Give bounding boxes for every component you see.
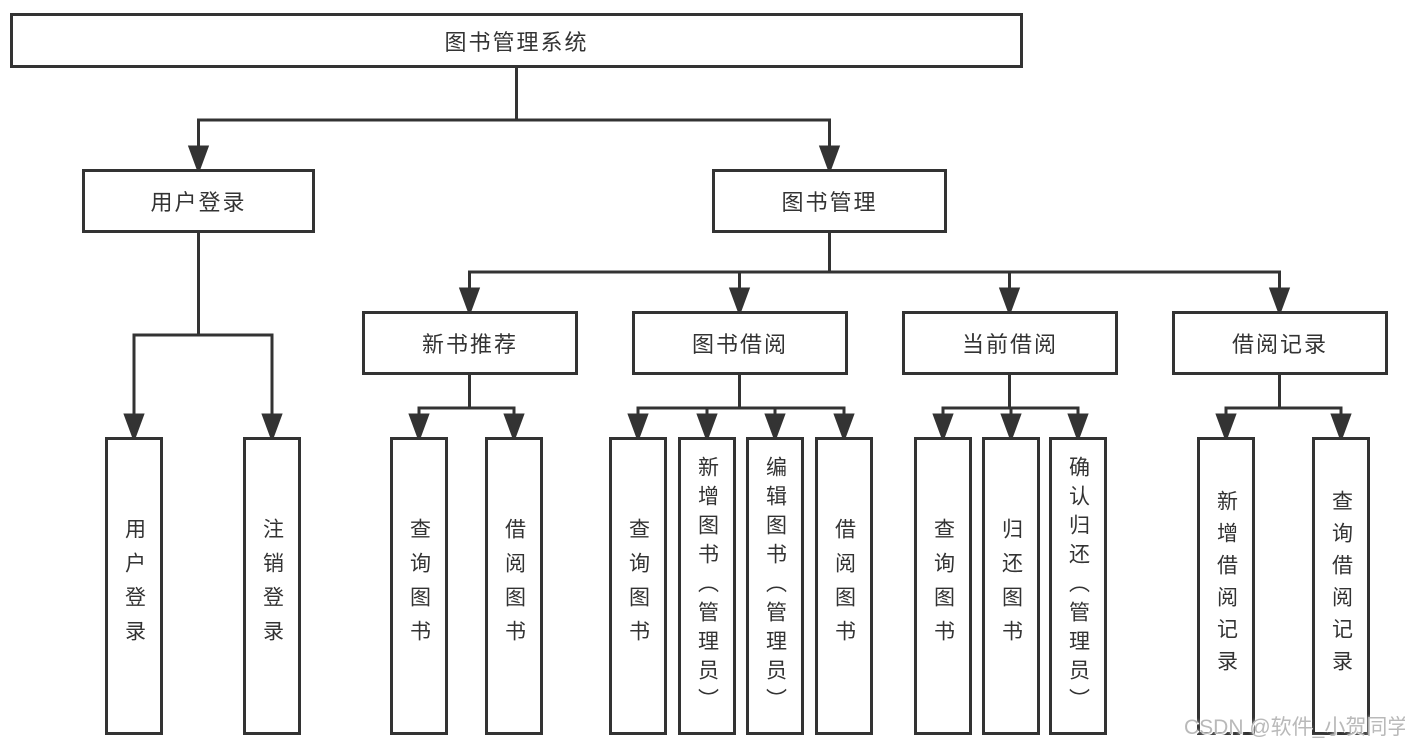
node-label: 当前借阅 <box>961 332 1058 357</box>
node-label: 归还图书 <box>999 518 1023 654</box>
connector-new-book-recommend-to-leaves <box>408 375 525 443</box>
connector-book-management-to-level3 <box>458 233 1291 317</box>
connector-borrowing-records-to-leaves <box>1215 375 1352 443</box>
node-leaf-add-borrow-record: 新增借阅记录 <box>1197 437 1255 735</box>
node-label: 编辑图书（管理员） <box>763 455 787 717</box>
node-label: 注销登录 <box>260 518 284 654</box>
node-leaf-add-book-admin: 新增图书（管理员） <box>678 437 736 735</box>
node-book-management: 图书管理 <box>712 169 947 233</box>
connector-root-to-level2 <box>187 68 841 175</box>
node-leaf-return-book: 归还图书 <box>982 437 1040 735</box>
node-label: 用户登录 <box>150 190 247 215</box>
node-label: 确认归还（管理员） <box>1066 455 1090 717</box>
node-label: 查询图书 <box>931 518 955 654</box>
node-label: 查询借阅记录 <box>1329 490 1353 682</box>
node-current-borrowing: 当前借阅 <box>902 311 1118 375</box>
node-borrowing-records: 借阅记录 <box>1172 311 1388 375</box>
node-label: 图书借阅 <box>691 332 788 357</box>
node-label: 借阅记录 <box>1231 332 1328 357</box>
connector-user-login-to-leaves <box>123 233 283 443</box>
node-label: 查询图书 <box>407 518 431 654</box>
node-label: 用户登录 <box>122 518 146 654</box>
node-label: 新增图书（管理员） <box>695 455 719 717</box>
node-leaf-confirm-return-admin: 确认归还（管理员） <box>1049 437 1107 735</box>
node-leaf-query-books-recommend: 查询图书 <box>390 437 448 735</box>
node-label: 图书管理系统 <box>444 29 589 55</box>
node-label: 借阅图书 <box>832 518 856 654</box>
node-label: 新增借阅记录 <box>1214 490 1238 682</box>
node-book-borrowing: 图书借阅 <box>632 311 848 375</box>
node-label: 借阅图书 <box>502 518 526 654</box>
node-leaf-query-books-current: 查询图书 <box>914 437 972 735</box>
watermark: CSDN @软件_小贺同学 <box>1184 716 1405 739</box>
node-leaf-edit-book-admin: 编辑图书（管理员） <box>746 437 804 735</box>
node-label: 图书管理 <box>781 190 878 215</box>
node-leaf-logout: 注销登录 <box>243 437 301 735</box>
connector-book-borrowing-to-leaves <box>627 375 855 443</box>
connector-current-borrowing-to-leaves <box>932 375 1089 443</box>
node-user-login: 用户登录 <box>82 169 315 233</box>
node-leaf-query-borrow-record: 查询借阅记录 <box>1312 437 1370 735</box>
node-label: 新书推荐 <box>421 332 518 357</box>
node-new-book-recommend: 新书推荐 <box>362 311 578 375</box>
node-leaf-query-books-borrowing: 查询图书 <box>609 437 667 735</box>
node-leaf-borrow-books-recommend: 借阅图书 <box>485 437 543 735</box>
node-leaf-borrow-books-borrowing: 借阅图书 <box>815 437 873 735</box>
node-label: 查询图书 <box>626 518 650 654</box>
node-leaf-user-login: 用户登录 <box>105 437 163 735</box>
node-root-system: 图书管理系统 <box>10 13 1023 68</box>
